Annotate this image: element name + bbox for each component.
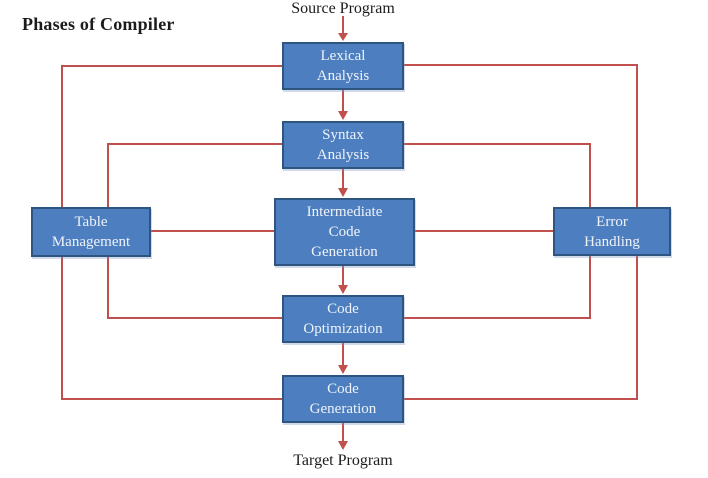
edge-icg-to-codeopt [338,266,348,294]
arrowhead-down-icon [338,285,348,294]
edge-error-to-codegen [404,256,638,400]
label-source-program: Source Program [291,0,395,17]
node-intermediate-code-generation: Intermediate Code Generation [274,198,415,266]
node-label-line: Intermediate [306,204,383,220]
node-label-line: Lexical [320,48,366,64]
node-label-line: Code [328,224,361,240]
edge-lexical-to-syntax [338,90,348,120]
edge-source-to-lexical [338,16,348,41]
edge-lexical-to-error [404,64,638,207]
node-label-line: Syntax [322,127,364,143]
label-target-program: Target Program [293,452,393,469]
node-label-line: Management [51,234,131,250]
edge-codeopt-to-codegen [338,343,348,374]
node-lexical-analysis: Lexical Analysis [282,42,404,90]
node-label-line: Analysis [316,147,370,163]
node-label-line: Optimization [303,321,383,337]
arrowhead-down-icon [338,441,348,450]
node-label-line: Error [596,213,628,230]
edge-lexical-to-table [61,65,282,207]
edge-syntax-to-table [107,143,282,207]
node-label-line: Generation [311,244,378,260]
edge-table-to-codeopt [107,257,282,319]
edge-table-to-codegen [61,257,282,400]
edge-syntax-to-error [404,143,591,207]
node-label-line: Handling [584,233,640,250]
edge-error-to-codeopt [404,256,591,319]
edge-syntax-to-icg [338,169,348,197]
arrowhead-down-icon [338,365,348,374]
node-label-line: Table [74,214,108,230]
node-label-line: Analysis [316,68,370,84]
node-label-line: Code [327,301,359,317]
node-table-management: Table Management [31,207,151,257]
arrowhead-down-icon [338,33,348,41]
node-error-handling: Error Handling [553,207,671,256]
arrowhead-down-icon [338,111,348,120]
edge-codegen-to-target [338,423,348,450]
node-code-optimization: Code Optimization [282,295,404,343]
node-label-line: Generation [309,401,377,417]
node-label-line: Code [327,381,359,397]
node-code-generation: Code Generation [282,375,404,423]
node-syntax-analysis: Syntax Analysis [282,121,404,169]
arrowhead-down-icon [338,188,348,197]
page-title: Phases of Compiler [22,14,175,34]
